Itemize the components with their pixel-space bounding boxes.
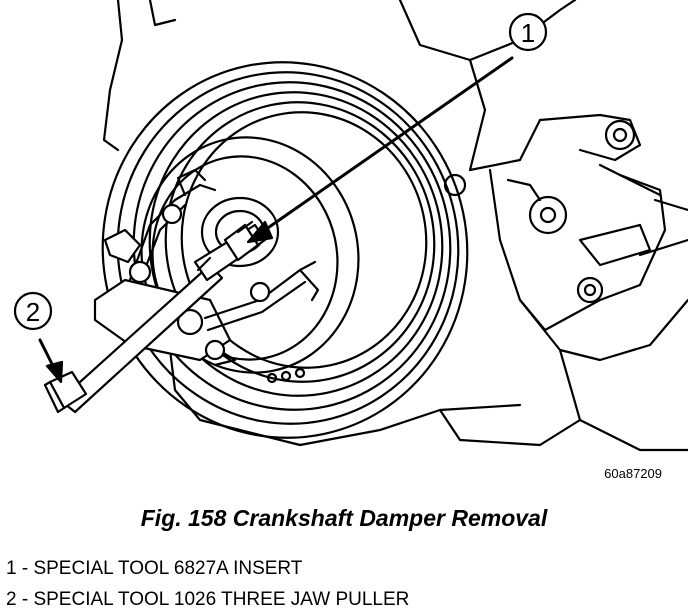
callout-1-number: 1 bbox=[521, 18, 535, 48]
callout-1: 1 bbox=[246, 12, 548, 244]
legend-item-1: 1 - SPECIAL TOOL 6827A INSERT bbox=[6, 558, 303, 579]
figure-id: 60a87209 bbox=[604, 466, 662, 481]
three-jaw-puller bbox=[43, 168, 320, 414]
callout-2-number: 2 bbox=[26, 297, 40, 327]
special-tool-insert bbox=[223, 220, 260, 262]
engine-block bbox=[102, 0, 688, 452]
legend: 1 - SPECIAL TOOL 6827A INSERT 2 - SPECIA… bbox=[6, 553, 409, 615]
legend-item-2: 2 - SPECIAL TOOL 1026 THREE JAW PULLER bbox=[6, 589, 410, 610]
callout-2: 2 bbox=[13, 291, 64, 384]
figure-caption: Fig. 158 Crankshaft Damper Removal bbox=[140, 505, 548, 531]
damper-removal-illustration: 1 2 bbox=[13, 0, 688, 452]
